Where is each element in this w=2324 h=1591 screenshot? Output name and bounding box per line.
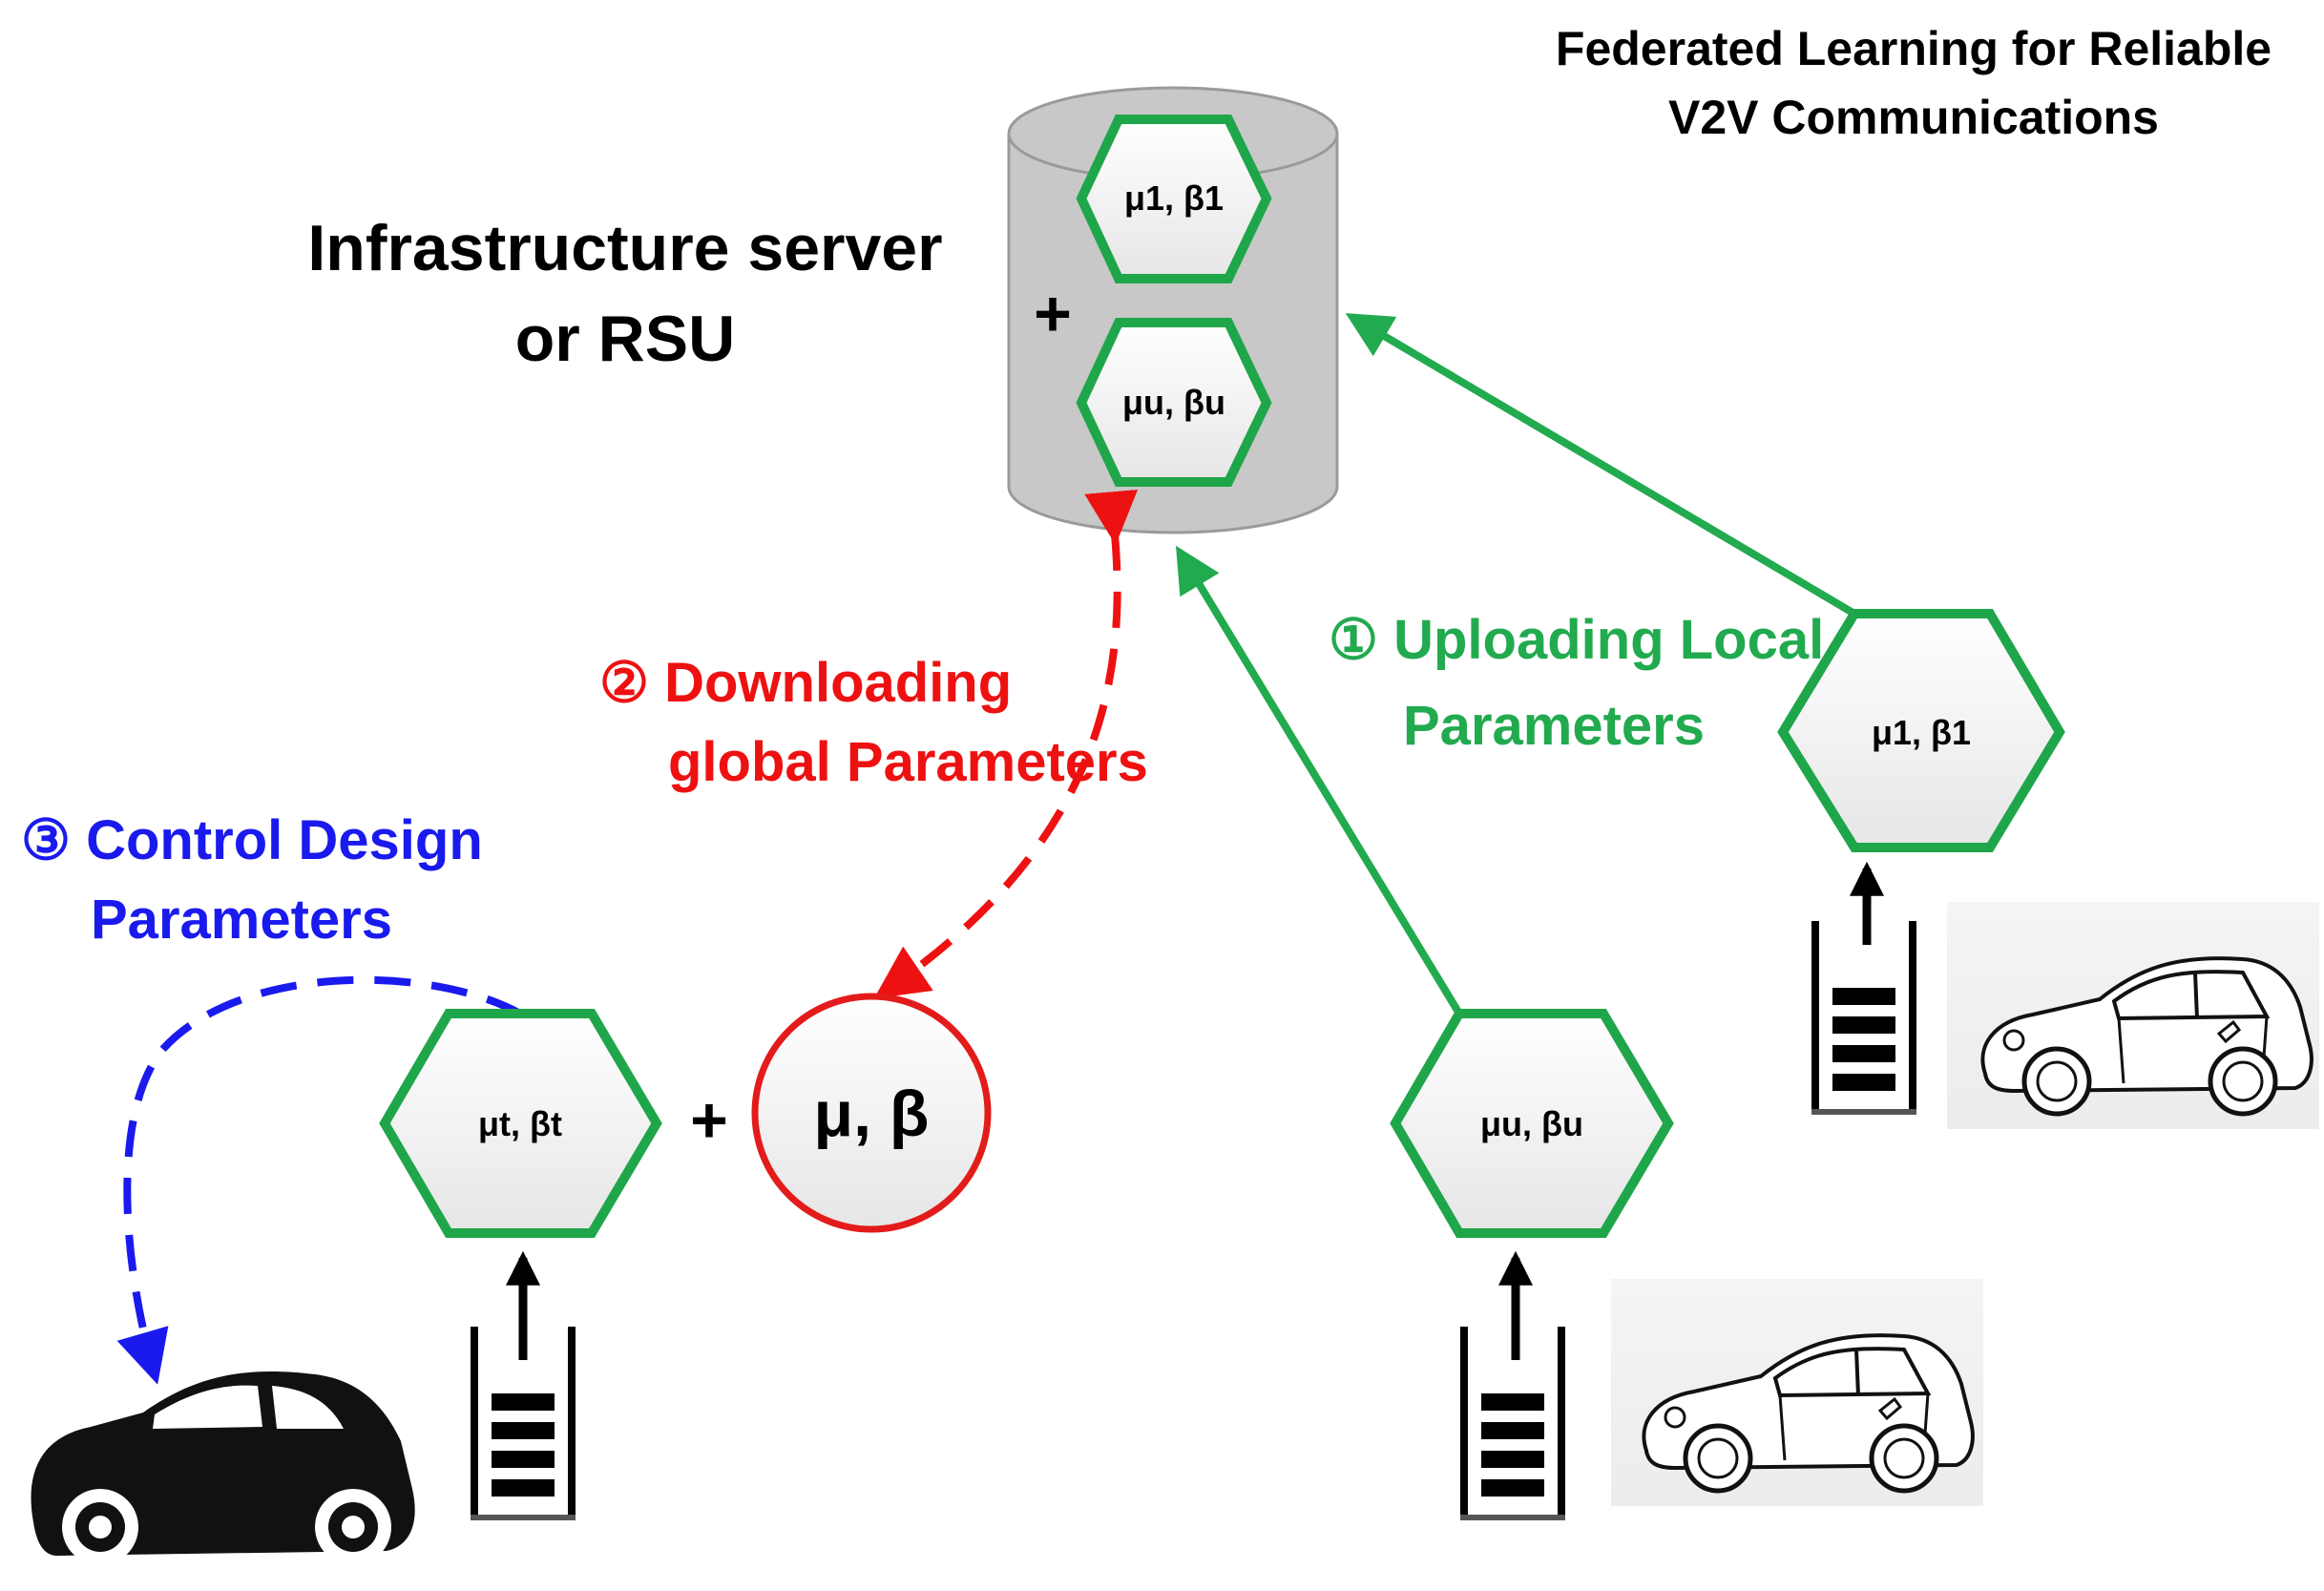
upload-arrow-vehicle-u — [1176, 545, 1463, 1016]
server-hex-bottom: μu, βu — [1076, 318, 1272, 487]
vehicle-1-queue — [1811, 921, 1916, 1112]
download-arrow — [873, 489, 1139, 999]
step1-label-line2: Parameters — [1403, 695, 1705, 757]
control-design-arrow — [116, 975, 571, 1385]
vehicle-t-plus-sign: + — [690, 1084, 728, 1157]
vehicle-u-car — [1611, 1279, 1983, 1506]
vehicle-t-hex-label: μt, βt — [478, 1104, 562, 1143]
step1-label-line1: ① Uploading Local — [1329, 609, 1824, 671]
step3-label-line1: ③ Control Design — [21, 809, 483, 871]
upload-arrow-vehicle-1 — [1345, 313, 1857, 618]
step3-label-line2: Parameters — [91, 889, 392, 951]
server-label-line2: or RSU — [515, 303, 735, 375]
global-parameters-circle: μ, β — [751, 993, 992, 1233]
server-label-line1: Infrastructure server — [307, 212, 942, 284]
vehicle-1-car — [1947, 902, 2319, 1129]
server-hex-bottom-label: μu, βu — [1122, 383, 1225, 422]
global-parameters-label: μ, β — [814, 1078, 930, 1150]
step2-label-line1: ② Downloading — [599, 652, 1012, 714]
vehicle-1-hex: μ1, β1 — [1777, 609, 2065, 852]
target-vehicle-car — [31, 1371, 415, 1565]
step2-label-line2: global Parameters — [668, 731, 1148, 793]
server-hex-top: μ1, β1 — [1076, 115, 1272, 283]
server-hex-top-label: μ1, β1 — [1124, 178, 1224, 218]
vehicle-u-hex-label: μu, βu — [1480, 1104, 1583, 1143]
vehicle-u-hex: μu, βu — [1390, 1009, 1674, 1238]
diagram-title-line1: Federated Learning for Reliable — [1556, 22, 2272, 75]
vehicle-t-hex: μt, βt — [379, 1009, 662, 1238]
diagram-title-line2: V2V Communications — [1668, 91, 2159, 144]
vehicle-1-hex-label: μ1, β1 — [1872, 713, 1971, 752]
server-plus-sign: + — [1034, 278, 1072, 350]
